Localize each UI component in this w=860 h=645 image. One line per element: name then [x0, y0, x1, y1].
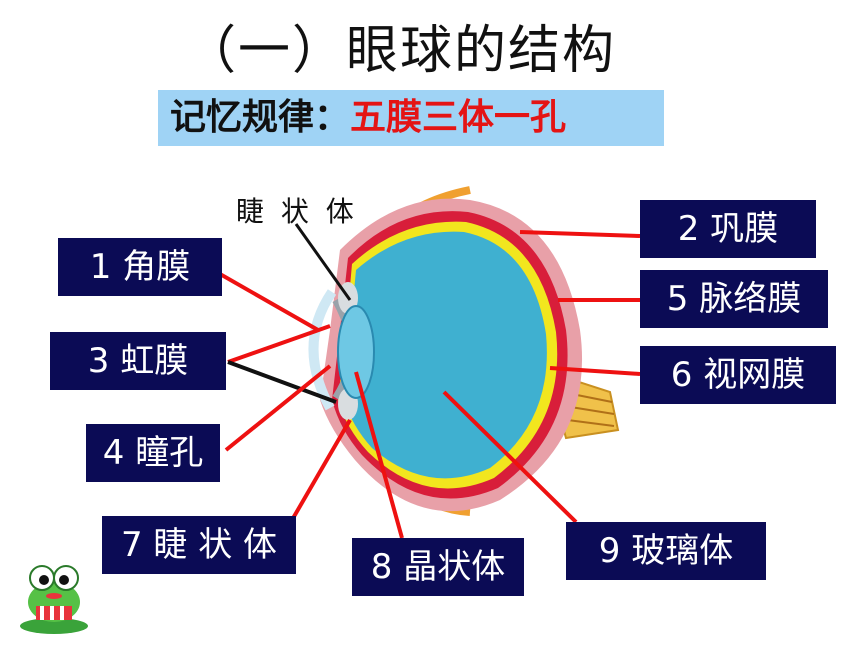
label-cornea: 1 角膜	[58, 238, 222, 296]
label-vitreous-body: 9 玻璃体	[566, 522, 766, 580]
pointer-cornea	[205, 264, 319, 332]
memory-rule-text: 五膜三体一孔	[350, 97, 567, 138]
label-pupil: 4 瞳孔	[86, 424, 220, 482]
pointer-vitreous	[442, 390, 578, 524]
vitreous-body	[344, 231, 547, 479]
pointer-sclera	[519, 230, 641, 238]
pointer-retina	[549, 366, 641, 376]
label-iris: 3 虹膜	[50, 332, 226, 390]
memory-rule-box: 记忆规律：五膜三体一孔	[158, 90, 664, 146]
pointer-ciliary-top	[294, 223, 352, 301]
label-lens: 8 晶状体	[352, 538, 524, 596]
page-title: （一）眼球的结构	[183, 21, 616, 81]
cornea	[308, 289, 337, 411]
label-retina: 6 视网膜	[640, 346, 836, 404]
pointer-iris-b	[227, 360, 337, 404]
ciliary-body-top-label: 睫 状 体	[236, 195, 358, 228]
frog-mascot-icon	[20, 565, 88, 634]
pointer-iris-a	[227, 324, 331, 364]
lens	[337, 305, 375, 399]
pointer-lens	[354, 371, 404, 539]
pointer-pupil	[224, 364, 332, 452]
memory-rule-lead: 记忆规律：	[170, 97, 351, 138]
label-ciliary-body: 7 睫 状 体	[102, 516, 296, 574]
pointer-ciliary	[290, 418, 352, 522]
label-choroid: 5 脉络膜	[640, 270, 828, 328]
label-sclera: 2 巩膜	[640, 200, 816, 258]
